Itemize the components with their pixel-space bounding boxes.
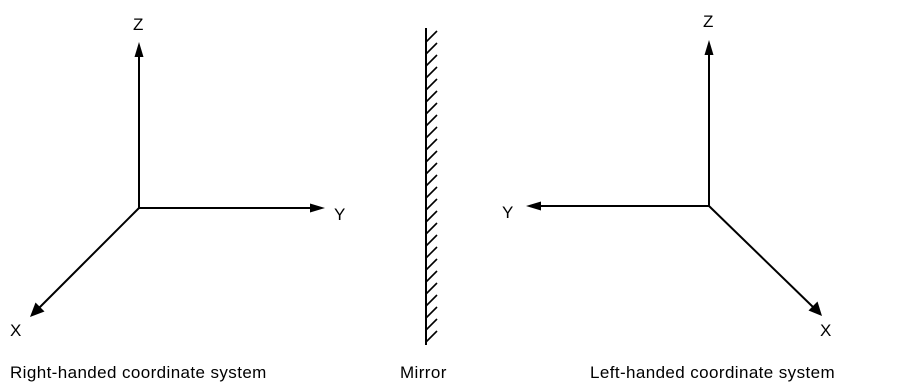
mirror-hatch-mark — [425, 318, 438, 331]
mirror-hatch-mark — [425, 246, 438, 259]
mirror-hatch-mark — [425, 258, 438, 271]
right-z-arrowhead — [134, 42, 144, 57]
mirror-hatch-mark — [425, 102, 438, 115]
mirror-hatch-mark — [425, 150, 438, 163]
mirror-hatch-mark — [425, 210, 438, 223]
right-x-axis — [38, 207, 140, 309]
mirror-hatch-mark — [425, 282, 438, 295]
right-y-arrowhead — [310, 203, 325, 213]
right-y-label: Y — [334, 205, 345, 224]
right-z-label: Z — [133, 15, 143, 34]
right-handed-caption: Right-handed coordinate system — [10, 363, 267, 382]
mirror-hatch-mark — [425, 174, 438, 187]
left-y-arrowhead — [526, 201, 541, 211]
mirror-hatch-mark — [425, 114, 438, 127]
mirror-hatch-mark — [425, 78, 438, 91]
left-x-arrowhead — [808, 301, 822, 316]
mirror-hatch-mark — [425, 294, 438, 307]
mirror: Mirror — [400, 28, 447, 382]
left-x-axis — [708, 205, 814, 308]
mirror-hatch-mark — [425, 30, 438, 43]
mirror-hatch-mark — [425, 222, 438, 235]
right-handed-system: Z Y X Right-handed coordinate system — [10, 15, 345, 382]
mirror-hatch-mark — [425, 42, 438, 55]
mirror-hatch-mark — [425, 234, 438, 247]
left-y-label: Y — [502, 203, 513, 222]
mirror-hatch-mark — [425, 138, 438, 151]
mirror-hatch-mark — [425, 186, 438, 199]
right-x-arrowhead — [30, 302, 45, 317]
right-x-label: X — [10, 321, 21, 340]
mirror-hatch-mark — [425, 90, 438, 103]
mirror-hatch-mark — [425, 66, 438, 79]
left-z-label: Z — [703, 12, 713, 31]
mirror-hatch-mark — [425, 306, 438, 319]
mirror-caption: Mirror — [400, 363, 447, 382]
mirror-hatch-mark — [425, 126, 438, 139]
mirror-hatching — [425, 30, 438, 343]
mirror-hatch-mark — [425, 54, 438, 67]
mirror-hatch-mark — [425, 162, 438, 175]
left-x-label: X — [820, 321, 831, 340]
mirror-hatch-mark — [425, 270, 438, 283]
left-handed-caption: Left-handed coordinate system — [590, 363, 835, 382]
mirror-hatch-mark — [425, 330, 438, 343]
mirror-hatch-mark — [425, 198, 438, 211]
left-handed-system: Z Y X Left-handed coordinate system — [502, 12, 835, 382]
left-z-arrowhead — [704, 40, 714, 55]
